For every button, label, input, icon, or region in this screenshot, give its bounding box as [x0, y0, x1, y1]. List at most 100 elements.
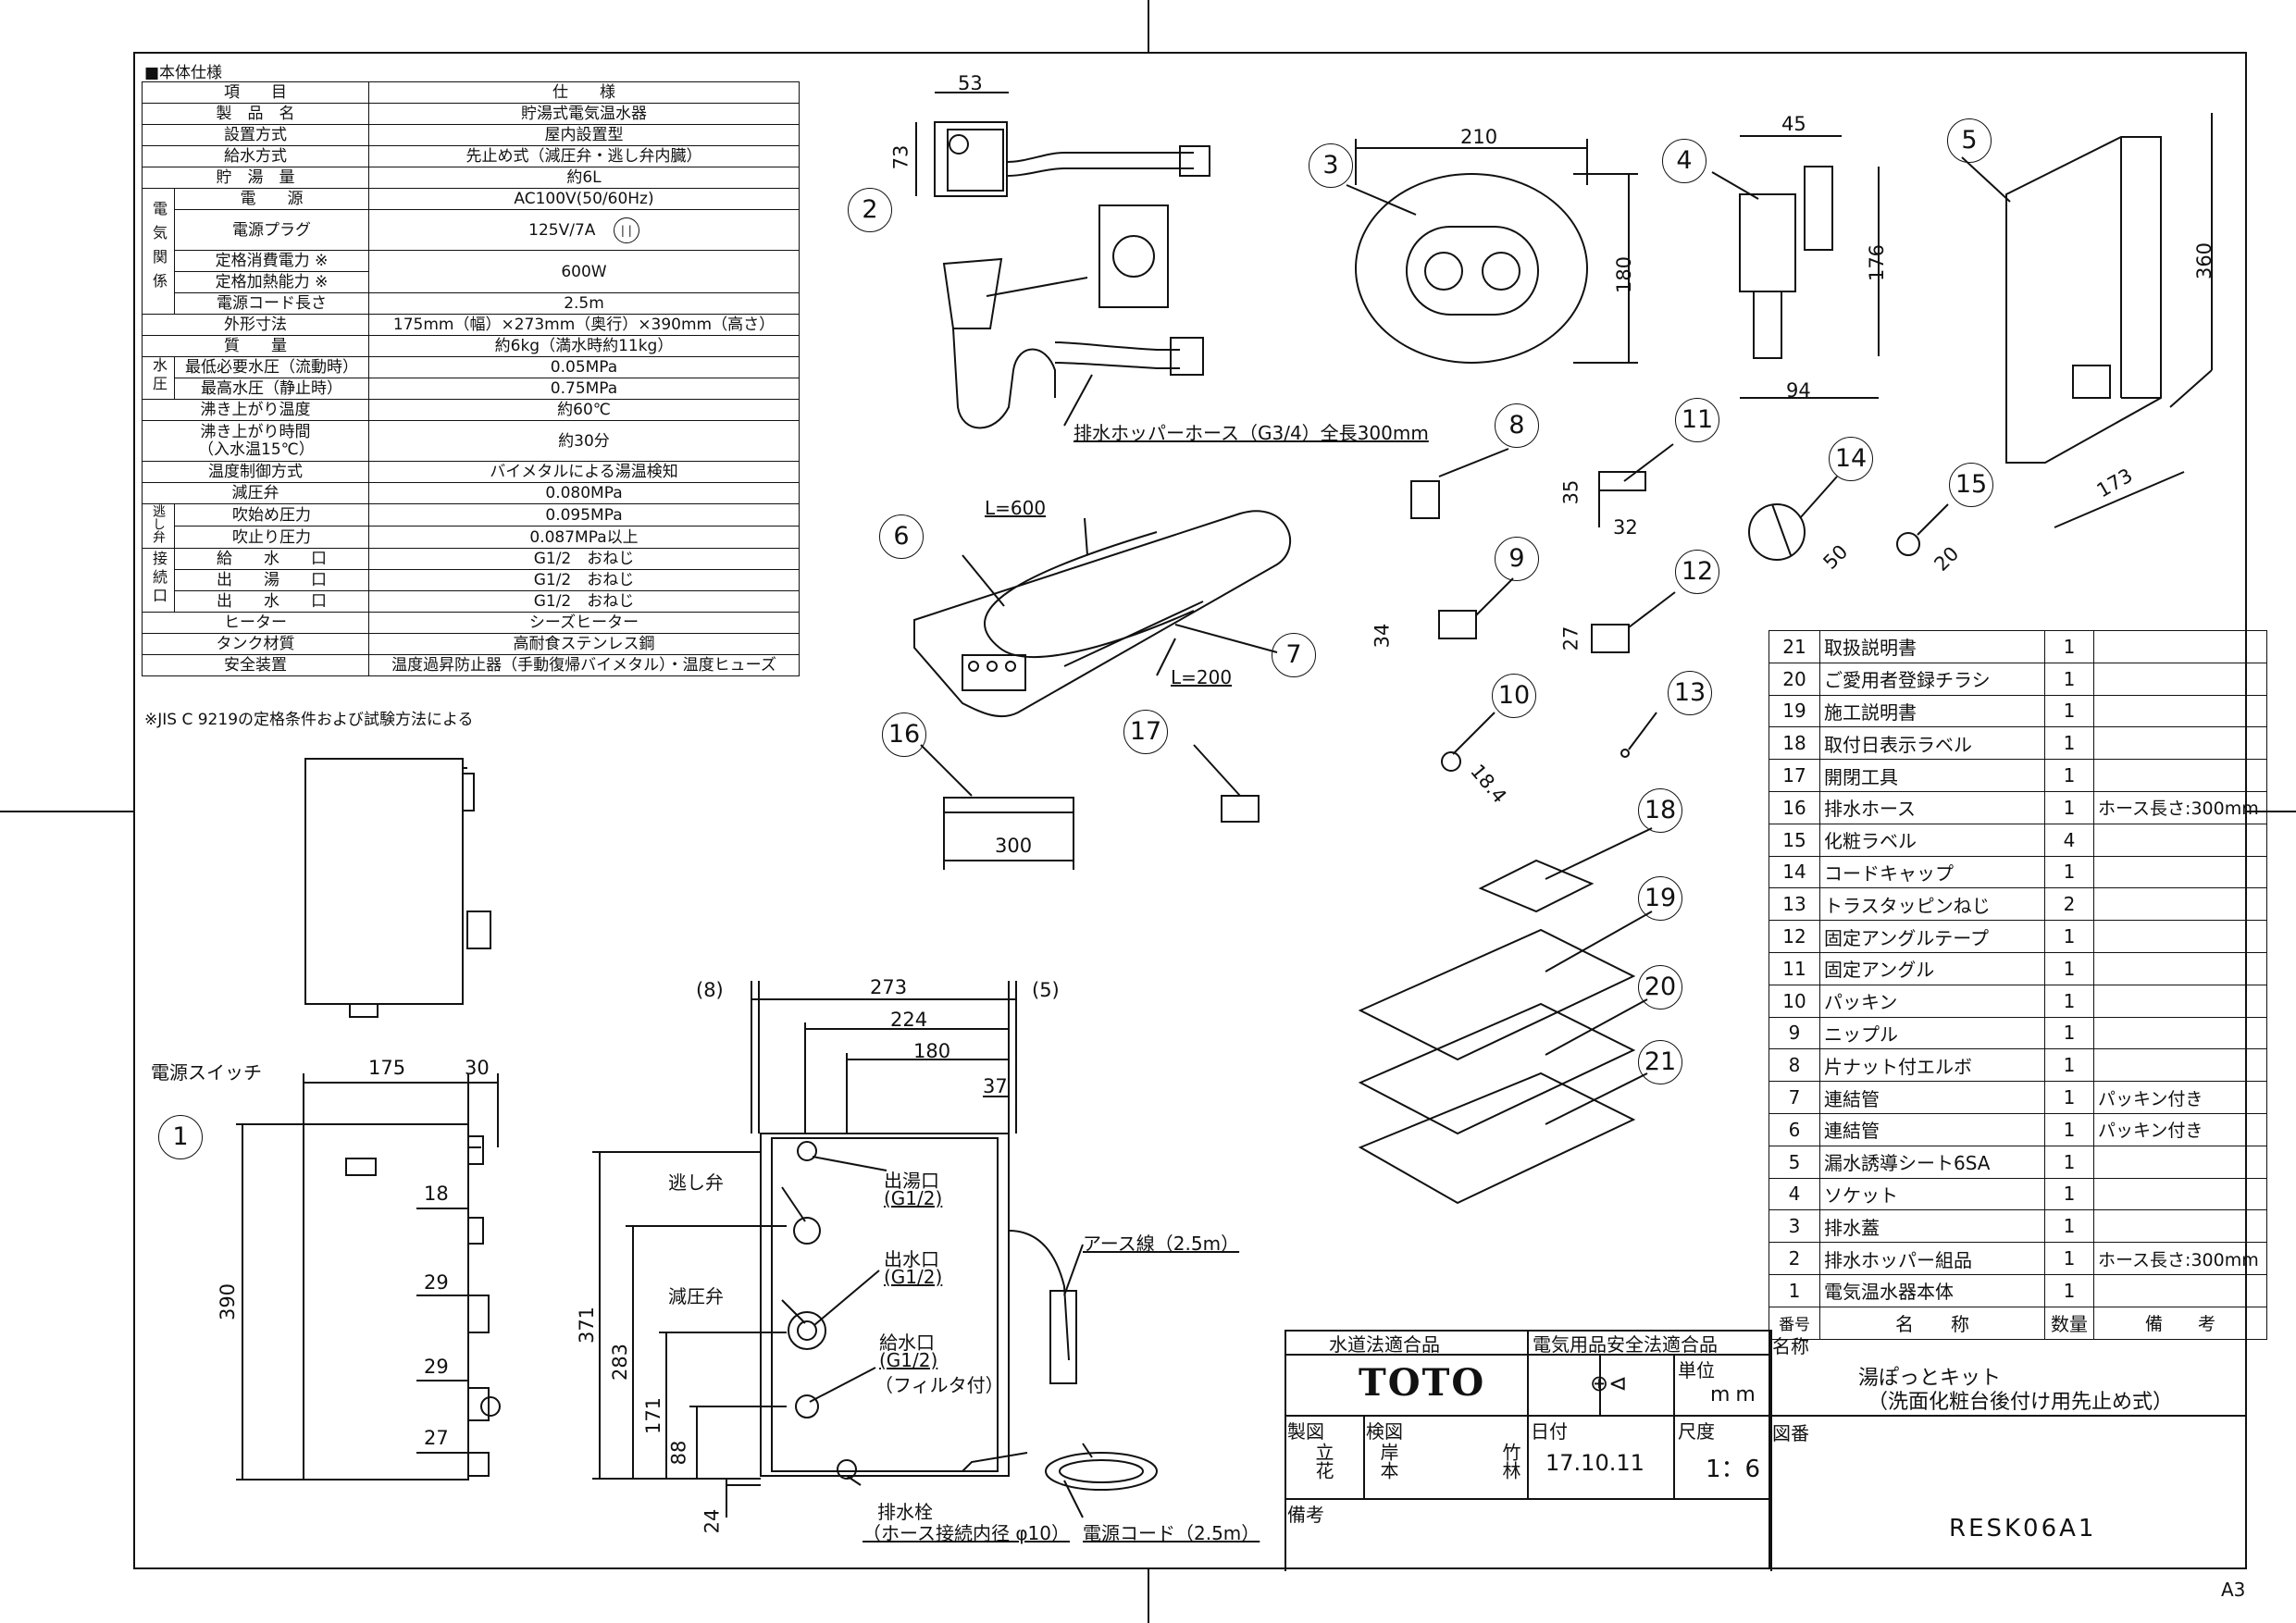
dim-360: 360: [2193, 242, 2216, 280]
spec-title: ■本体仕様: [144, 64, 223, 82]
spec-header-item: 項 目: [142, 81, 369, 104]
table-row: 定格消費電力 ※600W: [143, 250, 800, 293]
dim-283: 283: [609, 1343, 632, 1381]
label-water-outlet: 出水口: [884, 1248, 939, 1270]
documents: [1358, 827, 1653, 1205]
dim-88: 88: [667, 1440, 690, 1466]
callout-20: 20: [1638, 965, 1682, 1010]
spec-header-spec: 仕 様: [368, 81, 800, 104]
callout-17: 17: [1123, 710, 1168, 754]
unit-label: 単位: [1678, 1359, 1715, 1381]
spec-group-electric: 電気関係: [142, 188, 175, 315]
trim-mark-bottom: [1148, 1569, 1149, 1623]
dim-5: (5): [1032, 979, 1060, 1001]
dim-37: 37: [983, 1075, 1008, 1097]
product-name-1: 湯ぽっとキット: [1858, 1367, 2002, 1390]
dim-18: 18: [424, 1183, 449, 1205]
dim-29-b: 29: [424, 1356, 449, 1378]
heater-side-view: [304, 758, 491, 1018]
callout-7: 7: [1272, 633, 1316, 677]
table-row: 安全装置温度過昇防止器（手動復帰バイメタル）・温度ヒューズ: [142, 654, 800, 676]
drawn-label: 製図: [1287, 1420, 1324, 1443]
drain-hopper: [915, 92, 1210, 429]
label-drain-hose-bore: （ホース接続内径 φ10）: [863, 1522, 1070, 1544]
dim-175: 175: [368, 1057, 406, 1079]
callout-11: 11: [1675, 398, 1719, 442]
table-row: 設置方式屋内設置型: [142, 124, 800, 146]
dim-224: 224: [890, 1009, 928, 1031]
checked-label: 検図: [1366, 1420, 1403, 1443]
dim-27: 27: [1559, 626, 1582, 651]
drain-cover: [1346, 139, 1638, 364]
scale-label: 尺度: [1678, 1420, 1715, 1443]
label-pipe6-length: L=600: [985, 497, 1047, 519]
dim-94: 94: [1786, 379, 1811, 402]
spec-table: 項 目仕 様 製 品 名貯湯式電気温水器 設置方式屋内設置型 給水方式先止め式（…: [142, 81, 800, 676]
label-power-switch: 電源スイッチ: [151, 1061, 262, 1084]
label-inlet-thread: (G1/2): [879, 1349, 938, 1371]
callout-12: 12: [1675, 550, 1719, 594]
dim-180-b: 180: [913, 1040, 951, 1062]
callout-18: 18: [1638, 788, 1682, 833]
callout-21: 21: [1638, 1040, 1682, 1084]
dim-273: 273: [870, 976, 908, 998]
brand-logo: TOTO: [1359, 1361, 1486, 1405]
dim-73: 73: [889, 144, 912, 170]
spec-group-relief: 逃し弁: [142, 503, 175, 549]
dim-300: 300: [995, 835, 1033, 857]
callout-5: 5: [1947, 118, 1992, 163]
callout-9: 9: [1495, 537, 1539, 581]
trim-mark-top: [1148, 0, 1149, 52]
cert-electric: 電気用品安全法適合品: [1533, 1333, 1718, 1356]
label-inlet-filter: （フィルタ付）: [875, 1374, 1004, 1396]
label-inlet: 給水口: [879, 1332, 935, 1354]
dim-371: 371: [576, 1306, 599, 1344]
spec-note: ※JIS C 9219の定格条件および試験方法による: [144, 711, 474, 729]
date-label: 日付: [1531, 1420, 1568, 1443]
drawing-no: RESK06A1: [1949, 1515, 2097, 1542]
callout-15: 15: [1949, 463, 1993, 507]
leak-guide-sheet: [1961, 113, 2213, 528]
label-power-cord: 電源コード（2.5m）: [1083, 1522, 1260, 1544]
table-row: 水圧最低必要水圧（流動時）0.05MPa: [142, 356, 800, 400]
small-parts: [920, 443, 1949, 870]
table-row: 沸き上がり時間（入水温15℃）約30分: [142, 420, 800, 462]
table-row: タンク材質高耐食ステンレス鋼: [142, 633, 800, 655]
dim-180: 180: [1613, 255, 1636, 294]
product-name-2: （洗面化粧台後付け用先止め式）: [1868, 1391, 2174, 1414]
dim-171: 171: [642, 1396, 665, 1435]
label-earth-wire: アース線（2.5m）: [1083, 1233, 1240, 1255]
connector-pipes: [913, 510, 1292, 718]
checked-by: 岸本: [1377, 1443, 1399, 1480]
table-row: 貯 湯 量約6L: [142, 167, 800, 189]
drawing-no-label: 図番: [1772, 1422, 1809, 1444]
dim-34: 34: [1371, 623, 1394, 649]
callout-3: 3: [1309, 143, 1353, 188]
label-hopper-hose: 排水ホッパーホース（G3/4）全長300mm: [1074, 422, 1429, 444]
heater-front-view: [236, 1073, 501, 1481]
dim-210: 210: [1460, 126, 1498, 148]
callout-10: 10: [1492, 674, 1536, 718]
scale-value: 1：6: [1706, 1456, 1761, 1483]
drawn-by: 立花: [1312, 1443, 1334, 1480]
